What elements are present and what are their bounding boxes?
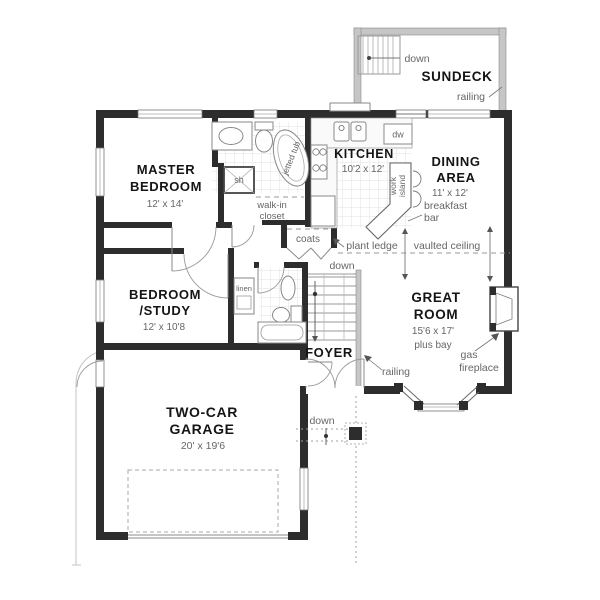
exterior-walls [96,110,512,540]
dining-label-2: AREA [436,170,475,185]
bedroom-study: BEDROOM /STUDY 12' x 10'8 [129,253,229,333]
vaulted-arrow-2 [487,226,493,282]
work-island-label-2: island [397,175,407,197]
dishwasher-label: dw [392,130,404,140]
railing-label-sundeck: railing [457,91,485,103]
shower-label: sh [234,175,244,185]
bedroom-study-label-1: BEDROOM [129,287,201,302]
garage-door-track [127,469,279,533]
window-dining-top [427,109,491,119]
kitchen-label: KITCHEN [334,147,394,161]
bath-sink [280,275,296,301]
sundeck-stairs [357,35,401,75]
master-bedroom: MASTER BEDROOM 12' x 14' [130,162,217,272]
breakfast-bar-label-1: breakfast [424,200,467,212]
plant-ledge-line: plant ledge vaulted ceiling [333,226,510,282]
garage-label-1: TWO-CAR [166,404,238,420]
cooktop [310,144,328,180]
jetted-tub: jetted tub [272,129,310,187]
sundeck-label: SUNDECK [422,69,493,84]
master-bedroom-dims: 12' x 14' [147,199,184,210]
sundeck: down SUNDECK railing [353,27,507,113]
linen-label: linen [236,284,252,293]
porch-post [344,422,367,445]
dishwasher: dw [383,123,413,145]
coats-closet: coats [286,228,332,260]
window-bedroom-left [95,279,105,323]
master-bedroom-label-1: MASTER [137,162,196,177]
kitchen-sink [329,102,371,142]
front-porch: down [296,415,367,445]
garage-dims: 20' x 19'6 [181,440,225,452]
linen-closet: linen [233,277,255,315]
central-stairs: down [308,260,362,391]
window-bath-top [253,109,278,119]
work-island: work island [365,162,412,240]
bedroom-study-label-2: /STUDY [139,303,190,318]
window-master-left [95,147,105,197]
garage-overhead-door [128,532,288,540]
windows [76,109,491,540]
breakfast-bar-label-2: bar [424,212,440,224]
walk-in-closet-label: walk-in [256,200,287,211]
work-island-label: work [388,176,398,196]
porch-down-label: down [309,415,334,427]
garage-side-door [76,359,105,388]
great-room-note: plus bay [414,340,451,351]
gas-fireplace-label-2: fireplace [459,362,499,374]
toilet [254,121,274,153]
vaulted-arrow-1 [402,228,408,280]
shower: sh [223,166,255,194]
down-label-sundeck: down [404,53,429,65]
gas-fireplace-label-1: gas [461,349,478,361]
main-bath: linen [233,266,307,344]
garage: TWO-CAR GARAGE 20' x 19'6 [127,404,279,533]
dining-dims: 11' x 12' [432,188,468,199]
foyer-label: FOYER [305,345,353,360]
kitchen: dw KITCHEN 10'2 x 12' work island [310,102,422,240]
walk-in-closet-label-2: closet [260,211,285,222]
vanity-sink [211,121,253,151]
stairs-down-label: down [329,260,354,272]
kitchen-dims: 10'2 x 12' [342,164,384,175]
window-master-top [137,109,203,119]
great-room-label-1: GREAT [411,290,460,305]
patio-door-kitchen [395,109,427,119]
master-bedroom-label-2: BEDROOM [130,179,202,194]
foyer: FOYER railing [300,345,410,394]
plant-ledge-label: plant ledge [346,240,398,252]
great-room-dims: 15'6 x 17' [412,326,454,337]
gas-fireplace [489,286,519,332]
stair-railing [355,269,362,391]
coats-label: coats [296,234,320,245]
window-garage-right [299,467,309,511]
great-room-label-2: ROOM [414,307,458,322]
dining-area: DINING AREA 11' x 12' breakfast bar [407,154,480,224]
bedroom-study-dims: 12' x 10'8 [143,322,186,333]
ensuite-bath: jetted tub sh [211,121,310,194]
bath-toilet [272,305,303,324]
bathtub [257,321,307,344]
bar-stools [412,170,422,208]
great-room: GREAT ROOM 15'6 x 17' plus bay gas firep… [411,286,519,374]
refrigerator [310,195,336,227]
walk-in-closet: walk-in closet [231,196,304,248]
dining-label-1: DINING [431,154,480,169]
bay-window [394,383,486,412]
garage-label-2: GARAGE [169,421,234,437]
vaulted-ceiling-label: vaulted ceiling [414,240,481,252]
foyer-railing-label: railing [382,366,410,378]
